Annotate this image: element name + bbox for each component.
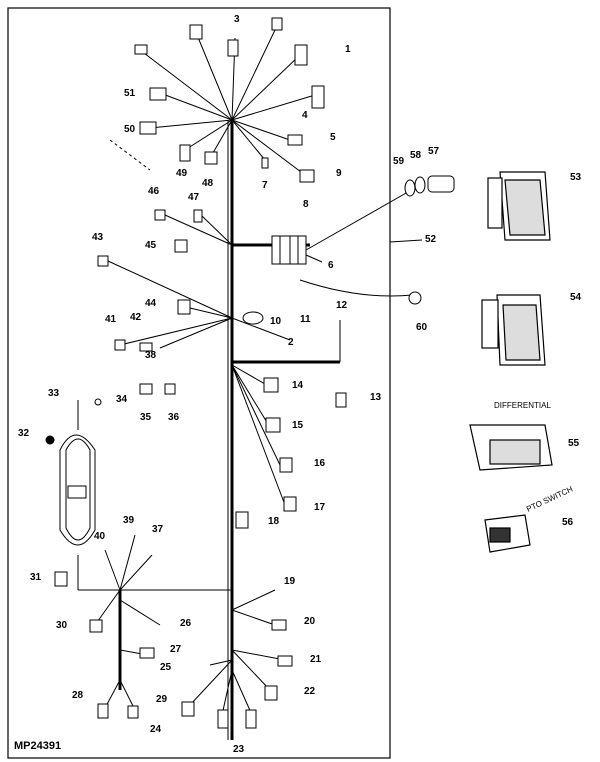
callout-27: 27 <box>170 644 182 655</box>
connector-text: PTO SWITCH <box>525 484 574 513</box>
callout-2: 2 <box>288 337 294 348</box>
mid-left-connectors <box>97 209 291 352</box>
callout-labels: 1 2 3 4 5 6 7 8 9 10 11 12 13 14 15 16 1… <box>18 14 582 755</box>
callout-58: 58 <box>410 150 422 161</box>
callout-52: 52 <box>425 234 437 245</box>
callout-53: 53 <box>570 172 582 183</box>
callout-11: 11 <box>300 314 311 325</box>
callout-51: 51 <box>124 88 136 99</box>
callout-14: 14 <box>292 380 304 391</box>
callout-44: 44 <box>145 298 157 309</box>
callout-15: 15 <box>292 420 304 431</box>
callout-35: 35 <box>140 412 152 423</box>
callout-42: 42 <box>130 312 142 323</box>
callout-31: 31 <box>30 572 42 583</box>
callout-7: 7 <box>262 180 268 191</box>
callout-17: 17 <box>314 502 326 513</box>
callout-24: 24 <box>150 724 162 735</box>
callout-13: 13 <box>370 392 382 403</box>
callout-60: 60 <box>416 322 428 333</box>
callout-5: 5 <box>330 132 336 143</box>
callout-12: 12 <box>336 300 348 311</box>
rocker-switch-53 <box>487 171 551 241</box>
callout-46: 46 <box>148 186 160 197</box>
diagram-frame <box>7 7 391 759</box>
callout-19: 19 <box>284 576 296 587</box>
callout-9: 9 <box>336 168 342 179</box>
callout-1: 1 <box>345 44 351 55</box>
bottom-branches <box>89 534 293 729</box>
relay-block <box>271 191 413 297</box>
callout-30: 30 <box>56 620 68 631</box>
callout-34: 34 <box>116 394 128 405</box>
callout-10: 10 <box>270 316 282 327</box>
callout-36: 36 <box>168 412 180 423</box>
callout-45: 45 <box>145 240 157 251</box>
callout-25: 25 <box>160 662 172 673</box>
callout-21: 21 <box>310 654 322 665</box>
callout-18: 18 <box>268 516 280 527</box>
callout-38: 38 <box>145 350 157 361</box>
callout-29: 29 <box>156 694 168 705</box>
right-branch-connectors <box>139 320 347 529</box>
callout-59: 59 <box>393 156 405 167</box>
callout-43: 43 <box>92 232 104 243</box>
callout-50: 50 <box>124 124 136 135</box>
switch-plate-text: DIFFERENTIAL <box>494 401 551 410</box>
callout-32: 32 <box>18 428 30 439</box>
callout-23: 23 <box>233 744 245 755</box>
left-loop-harness <box>45 398 232 591</box>
top-connectors <box>134 17 325 183</box>
knob-assembly-57-60 <box>404 175 455 305</box>
callout-28: 28 <box>72 690 84 701</box>
callout-56: 56 <box>562 517 574 528</box>
callout-33: 33 <box>48 388 60 399</box>
callout-49: 49 <box>176 168 188 179</box>
callout-26: 26 <box>180 618 192 629</box>
callout-16: 16 <box>314 458 326 469</box>
callout-41: 41 <box>105 314 117 325</box>
callout-4: 4 <box>302 110 308 121</box>
callout-57: 57 <box>428 146 440 157</box>
main-harness-trunk <box>227 120 340 740</box>
callout-55: 55 <box>568 438 580 449</box>
callout-3: 3 <box>234 14 240 25</box>
rocker-switch-54 <box>481 294 546 366</box>
callout-37: 37 <box>152 524 164 535</box>
pto-connector-56 <box>484 514 531 553</box>
callout-6: 6 <box>328 260 334 271</box>
callout-22: 22 <box>304 686 316 697</box>
differential-switch-55 <box>469 424 553 471</box>
diagram-id: MP24391 <box>14 740 62 752</box>
callout-47: 47 <box>188 192 200 203</box>
callout-48: 48 <box>202 178 214 189</box>
callout-40: 40 <box>94 531 106 542</box>
callout-39: 39 <box>123 515 135 526</box>
leader-52 <box>389 239 423 243</box>
callout-8: 8 <box>303 199 309 210</box>
callout-20: 20 <box>304 616 316 627</box>
callout-54: 54 <box>570 292 582 303</box>
